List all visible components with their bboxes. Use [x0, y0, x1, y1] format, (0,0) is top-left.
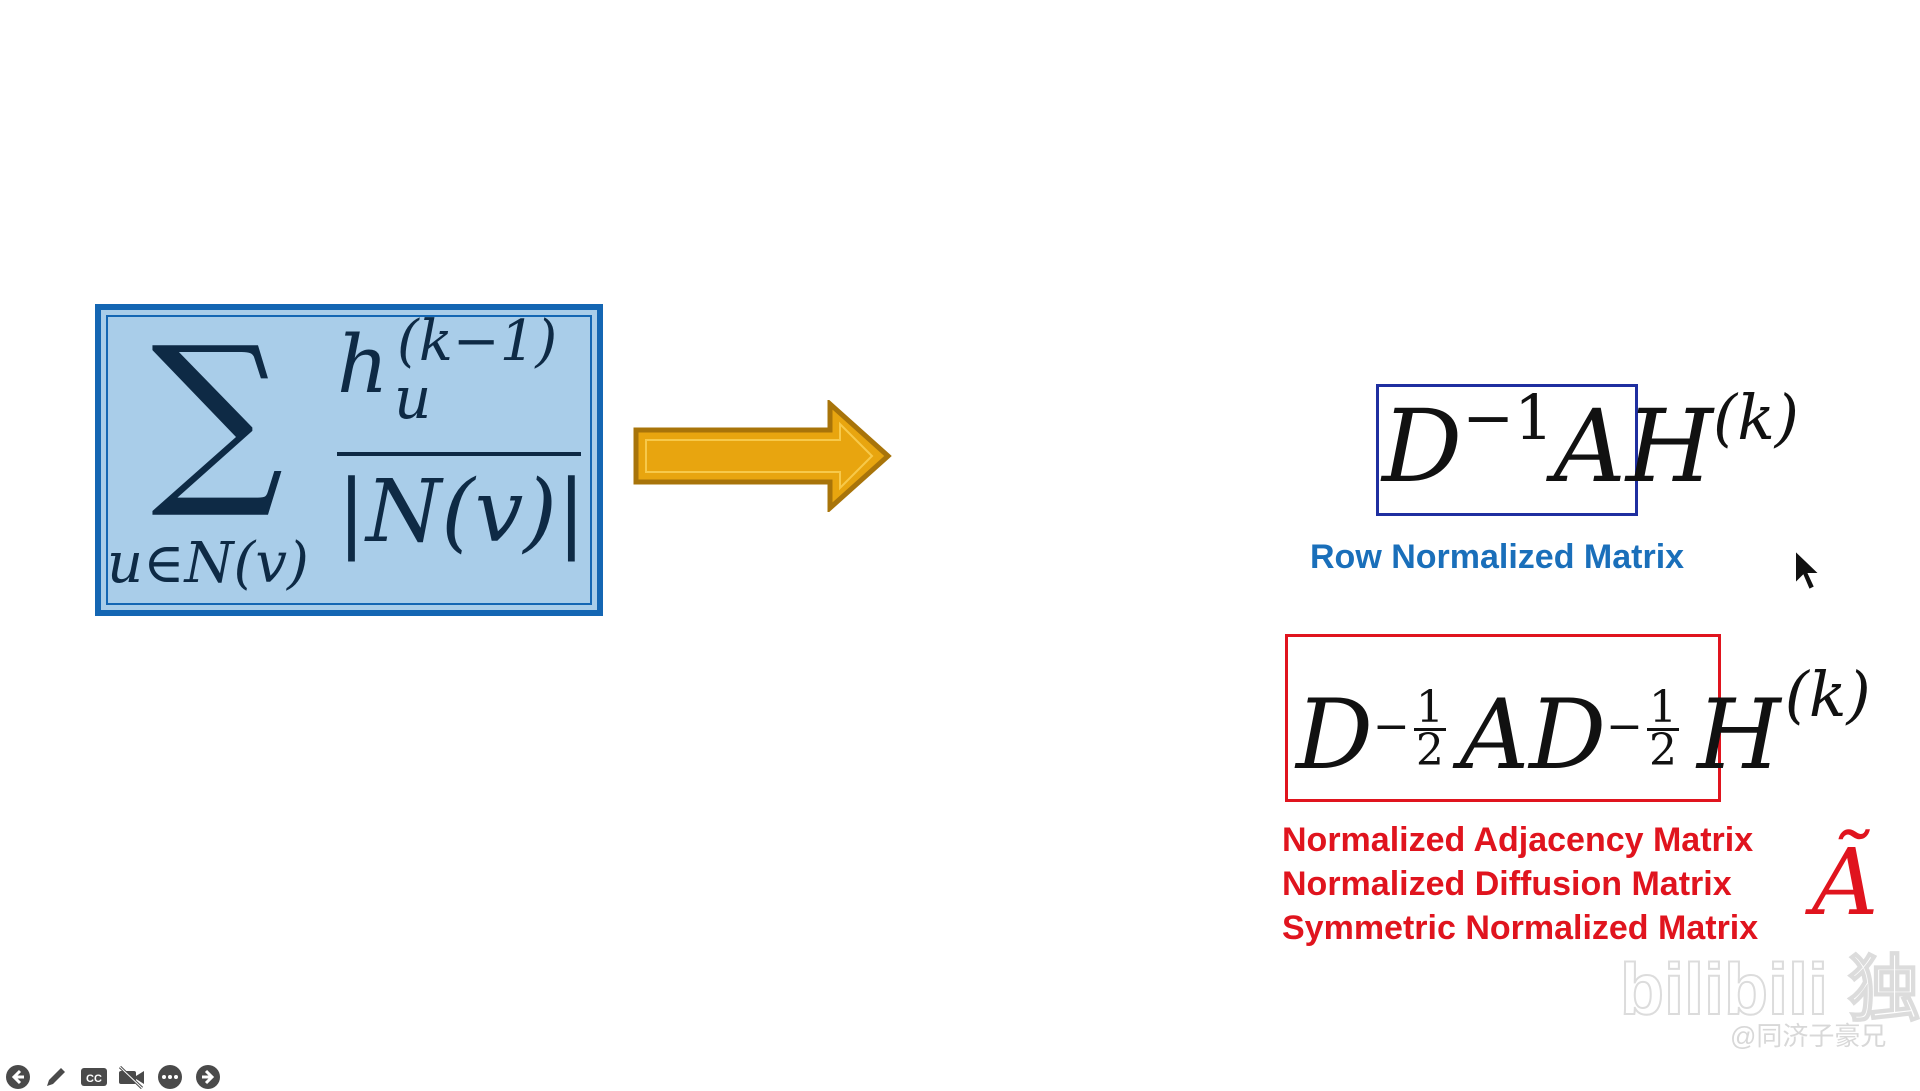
watermark-author: @同济子豪兄: [1730, 1021, 1887, 1051]
formula-a: A: [1553, 388, 1626, 505]
exponent-minus: −: [1372, 701, 1410, 752]
numerator-superscript: (k−1): [397, 309, 558, 374]
formula-a: A: [1459, 679, 1530, 791]
summation-formula-box: ∑ u∈N(v) h (k−1) u |N(v)|: [95, 304, 603, 616]
exponent-numerator: 1: [1649, 681, 1678, 733]
formula-h: H: [1697, 679, 1781, 791]
more-icon: [158, 1065, 182, 1089]
denominator: |N(v)|: [337, 462, 586, 562]
presentation-toolbar: CC: [4, 1063, 222, 1091]
symmetric-normalized-labels: Normalized Adjacency Matrix Normalized D…: [1282, 818, 1758, 950]
exponent-numerator: 1: [1415, 681, 1444, 733]
formula-d-left: D: [1296, 679, 1373, 791]
prev-slide-button[interactable]: [4, 1063, 32, 1091]
camera-button[interactable]: [118, 1063, 146, 1091]
video-off-icon: [118, 1065, 144, 1090]
formula-h-superscript: (k): [1784, 658, 1871, 731]
cc-icon: CC: [81, 1068, 107, 1086]
exponent-fraction: 1 2: [1647, 681, 1680, 776]
label-symmetric-normalized: Symmetric Normalized Matrix: [1282, 909, 1759, 947]
a-tilde-symbol: Ã: [1812, 829, 1879, 936]
label-normalized-diffusion: Normalized Diffusion Matrix: [1282, 865, 1732, 903]
formula-h: H: [1625, 388, 1714, 505]
row-normalized-label: Row Normalized Matrix: [1310, 538, 1685, 576]
bilibili-watermark: bilibili 独家: [1619, 949, 1920, 1031]
exponent-denominator: 2: [1415, 724, 1444, 776]
formula-d: D: [1382, 388, 1463, 505]
summation-formula-inner-border: [106, 315, 592, 605]
exponent-fraction: 1 2: [1413, 681, 1446, 776]
sum-subscript: u∈N(v): [107, 531, 309, 596]
exponent-neg-half-left: − 1 2: [1373, 676, 1446, 782]
pen-button[interactable]: [42, 1063, 70, 1091]
exponent-fraction-bar: [1647, 727, 1680, 731]
label-normalized-adjacency: Normalized Adjacency Matrix: [1282, 821, 1754, 859]
sigma-symbol: ∑: [151, 306, 284, 523]
exponent-minus: −: [1606, 701, 1644, 752]
numerator-subscript: u: [394, 364, 432, 432]
row-normalized-highlight-box: [1376, 384, 1638, 516]
exponent-fraction-bar: [1413, 727, 1446, 731]
exponent-denominator: 2: [1649, 724, 1678, 776]
numerator-h: h: [337, 318, 389, 411]
exponent-neg-half-right: − 1 2: [1606, 676, 1680, 782]
more-options-button[interactable]: [156, 1063, 184, 1091]
formula-d-exponent: −1: [1462, 381, 1554, 454]
fraction-line: [337, 452, 581, 456]
symmetric-normalized-highlight-box: [1285, 634, 1721, 802]
next-slide-button[interactable]: [194, 1063, 222, 1091]
formula-d-right: D: [1529, 679, 1607, 791]
mouse-cursor-icon: [1794, 548, 1823, 592]
cc-label: CC: [86, 1073, 102, 1085]
next-icon: [196, 1065, 220, 1089]
symmetric-normalized-formula: D − 1 2 A D − 1 2 H (k): [1296, 658, 1871, 791]
row-normalized-formula: D−1AH(k): [1382, 381, 1799, 525]
formula-h-superscript: (k): [1713, 381, 1799, 454]
prev-icon: [6, 1065, 30, 1089]
right-arrow-icon: [633, 400, 892, 512]
captions-button[interactable]: CC: [80, 1063, 108, 1091]
pen-icon: [47, 1068, 65, 1086]
